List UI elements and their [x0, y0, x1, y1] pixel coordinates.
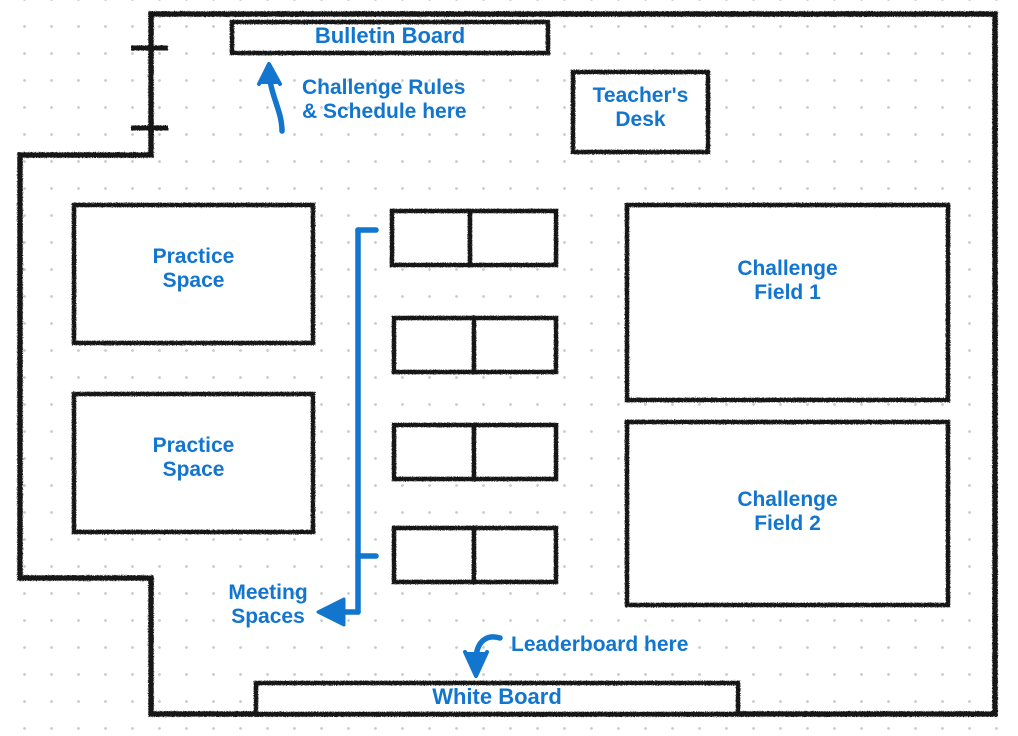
white-board-label: White Board	[432, 684, 562, 709]
challenge-rules-annotation: Challenge Rules & Schedule here	[302, 76, 467, 123]
bracket-icon	[339, 227, 379, 615]
meeting-table-4-right	[471, 525, 559, 585]
meeting-table-2-right	[471, 315, 559, 375]
meeting-table-1-left	[389, 208, 473, 268]
challenge-field-2-label: Challenge Field 2	[737, 488, 838, 535]
meeting-table-2-left	[391, 315, 477, 375]
arrow-up-icon	[257, 62, 285, 134]
meeting-table-4-left	[391, 525, 477, 585]
bulletin-board-label: Bulletin Board	[314, 23, 466, 48]
teachers-desk-label: Teacher's Desk	[592, 84, 689, 131]
meeting-table-1-right	[467, 208, 559, 268]
practice-space-1-label: Practice Space	[152, 245, 235, 292]
meeting-spaces-annotation: Meeting Spaces	[228, 581, 308, 628]
challenge-field-1-label: Challenge Field 1	[737, 257, 838, 304]
arrow-down-icon	[463, 634, 503, 678]
leaderboard-annotation: Leaderboard here	[511, 633, 689, 656]
meeting-table-3-left	[391, 422, 477, 482]
meeting-table-3-right	[471, 422, 559, 482]
practice-space-2-label: Practice Space	[152, 434, 235, 481]
